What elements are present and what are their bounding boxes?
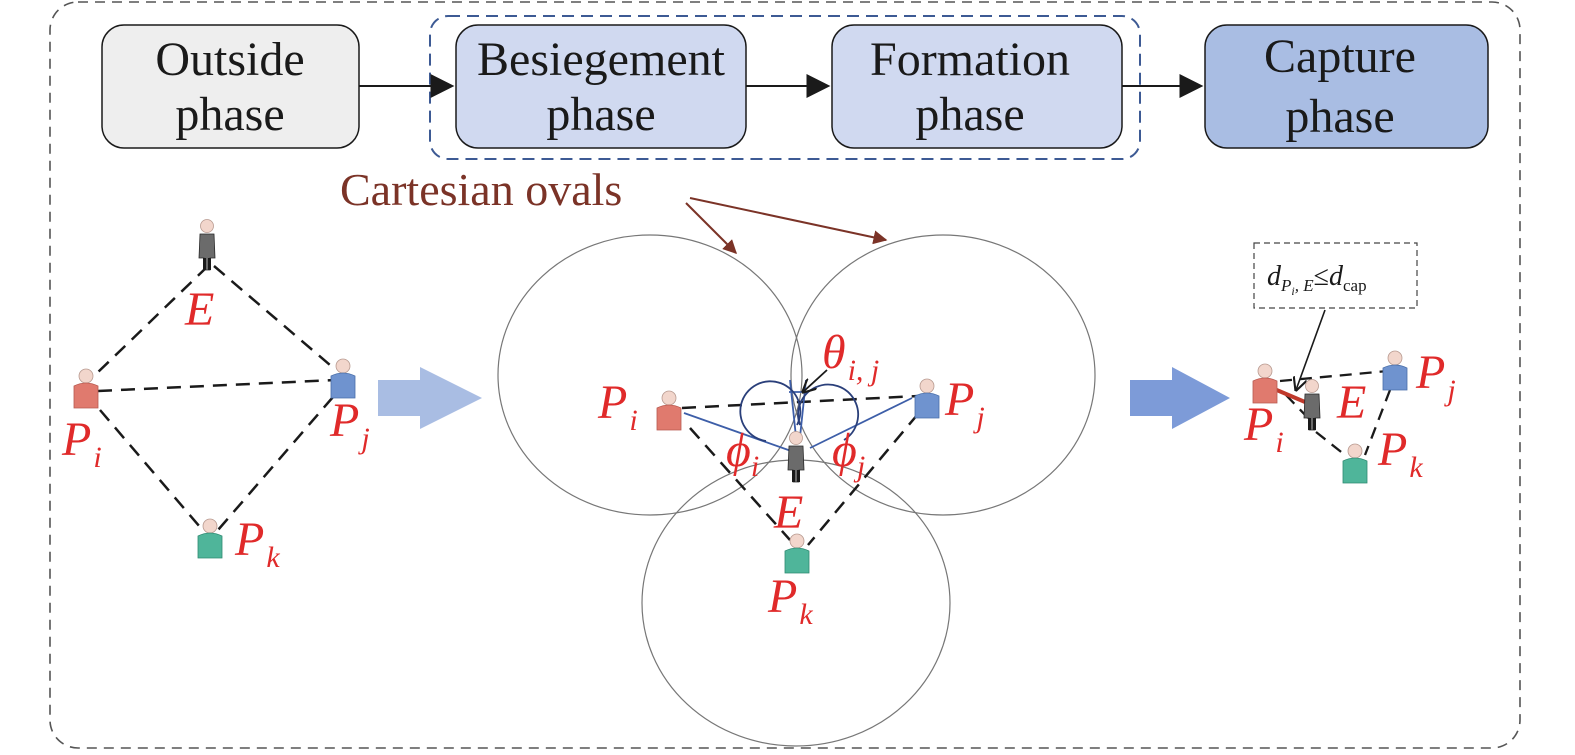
cartesian-oval-i [497, 234, 803, 516]
label-sub-k: k [799, 598, 813, 631]
label-sub-i: i [1275, 426, 1283, 459]
label-p: P [944, 373, 974, 426]
label-sub-i: i [93, 441, 101, 474]
label-pk-capture: Pk [1377, 423, 1423, 484]
label-p: P [234, 513, 264, 566]
formula-sub-cap: cap [1343, 276, 1367, 295]
phase-besiegement-line1: Besiegement [477, 33, 726, 86]
cartesian-ovals-label: Cartesian ovals [340, 164, 622, 215]
phase-outside-line1: Outside [155, 33, 304, 86]
phase-formation: Formation phase [831, 24, 1123, 149]
phi-symbol: ϕ [832, 424, 857, 477]
label-sub-j: j [972, 401, 984, 434]
capture-condition-formula: dPi, E≤dcap [1267, 261, 1367, 298]
phase-outside-line2: phase [175, 88, 284, 141]
label-pj-capture: Pj [1415, 346, 1456, 407]
pursuer-k-icon [197, 518, 223, 559]
capture-condition-box [1253, 242, 1418, 309]
label-pj-formation: Pj [944, 373, 985, 434]
label-p: P [597, 376, 627, 429]
transition-arrow-1 [378, 367, 482, 429]
phi-j-subscript: j [853, 450, 865, 483]
scene-outside: E Pi Pj Pk [61, 219, 370, 574]
outer-frame [49, 1, 1521, 749]
label-phi-j: ϕj [832, 424, 865, 483]
pursuer-j-icon [330, 358, 356, 399]
phase-capture: Capture phase [1204, 24, 1489, 149]
pursuer-k-icon [1342, 443, 1368, 484]
pursuer-i-icon [73, 368, 99, 409]
phase-besiegement-line2: phase [546, 88, 655, 141]
evader-icon [787, 431, 805, 483]
phi-symbol: ϕ [726, 424, 751, 477]
pursuer-i-icon [1252, 363, 1278, 404]
label-pi-formation: Pi [597, 376, 638, 437]
label-sub-k: k [1409, 451, 1423, 484]
cartesian-oval-j [790, 234, 1096, 516]
cartesian-arrow-right [689, 197, 888, 245]
formula-d2: d [1329, 261, 1344, 292]
transition-arrow-2 [1130, 367, 1230, 429]
phase-formation-line1: Formation [870, 33, 1070, 86]
label-p: P [1377, 423, 1407, 476]
phase-capture-line2: phase [1285, 90, 1394, 143]
phase-outside: Outside phase [101, 24, 360, 149]
label-pj-outside: Pj [329, 394, 370, 455]
pursuer-k-icon [784, 533, 810, 574]
label-p: P [329, 394, 359, 447]
formula-sub-p: P [1280, 276, 1291, 295]
label-p: P [61, 413, 91, 466]
evader-icon [198, 219, 216, 271]
formula-leq: ≤ [1314, 261, 1329, 292]
phi-i-subscript: i [751, 450, 759, 483]
label-evader-formation: E [773, 486, 803, 539]
label-theta: θi, j [822, 326, 879, 387]
capture-distance-line [1271, 386, 1306, 404]
label-evader-capture: E [1336, 376, 1366, 429]
label-sub-j: j [357, 422, 369, 455]
formula-sub-i: i [1291, 284, 1294, 298]
pursuer-j-icon [1382, 350, 1408, 391]
theta-pointer [803, 369, 828, 392]
capture-pointer [1296, 309, 1326, 390]
label-phi-i: ϕi [726, 424, 759, 483]
cartesian-arrow-left [685, 202, 737, 254]
label-pi-capture: Pi [1243, 398, 1284, 459]
theta-symbol: θ [822, 326, 846, 379]
evader-icon [1303, 379, 1321, 431]
scene-capture: dPi, E≤dcap Pi E [1243, 242, 1456, 484]
formula-sub-e: , E [1295, 276, 1315, 295]
formula-d: d [1267, 261, 1282, 292]
phase-capture-line1: Capture [1264, 30, 1416, 83]
label-sub-i: i [629, 404, 637, 437]
pursuer-i-icon [656, 390, 682, 431]
label-pi-outside: Pi [61, 413, 102, 474]
label-p: P [1243, 398, 1273, 451]
phi-i-arc [739, 380, 802, 442]
label-p: P [1415, 346, 1445, 399]
theta-subscript: i, j [848, 354, 880, 387]
label-pk-outside: Pk [234, 513, 280, 574]
phase-formation-line2: phase [915, 88, 1024, 141]
label-evader-outside: E [184, 283, 214, 336]
label-sub-k: k [266, 541, 280, 574]
pursuer-j-icon [914, 378, 940, 419]
label-p: P [767, 570, 797, 623]
phi-j-arc [797, 383, 859, 441]
label-sub-j: j [1443, 374, 1455, 407]
scene-formation: Pi Pj E Pk θi, j ϕi ϕj [497, 234, 1096, 747]
label-pk-formation: Pk [767, 570, 813, 631]
phase-besiegement: Besiegement phase [455, 24, 747, 149]
